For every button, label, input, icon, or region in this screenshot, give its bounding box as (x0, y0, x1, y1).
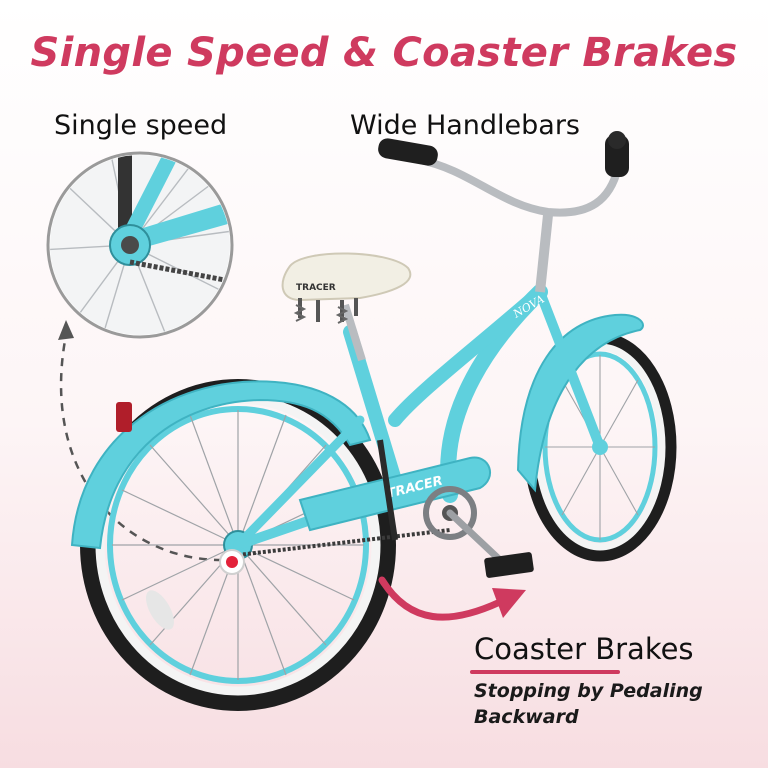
pedal (484, 552, 534, 578)
coaster-brakes-underline (470, 670, 620, 674)
handlebars (378, 131, 629, 217)
coaster-arrow-head (492, 588, 526, 618)
chain-guard (298, 456, 491, 532)
saddle-brand: TRACER (296, 283, 336, 293)
rear-reflector (116, 402, 132, 432)
coaster-description-line1: Stopping by Pedaling (474, 680, 703, 702)
left-grip (378, 138, 438, 166)
dashed-arrow-head (58, 320, 74, 340)
bike-chain (237, 528, 451, 557)
coaster-description-line2: Backward (474, 706, 579, 728)
single-speed-zoom-detail (46, 151, 234, 339)
bell (608, 131, 626, 149)
chainring (423, 486, 477, 540)
headline-title: Single Speed & Coaster Brakes (30, 30, 738, 76)
front-fender (516, 313, 644, 493)
rear-fender (70, 380, 372, 550)
wide-handlebars-label: Wide Handlebars (350, 110, 581, 141)
single-speed-label: Single speed (54, 110, 228, 141)
saddle: TRACER (281, 252, 412, 324)
coaster-arrow (378, 576, 504, 621)
coaster-brakes-label: Coaster Brakes (474, 632, 694, 666)
